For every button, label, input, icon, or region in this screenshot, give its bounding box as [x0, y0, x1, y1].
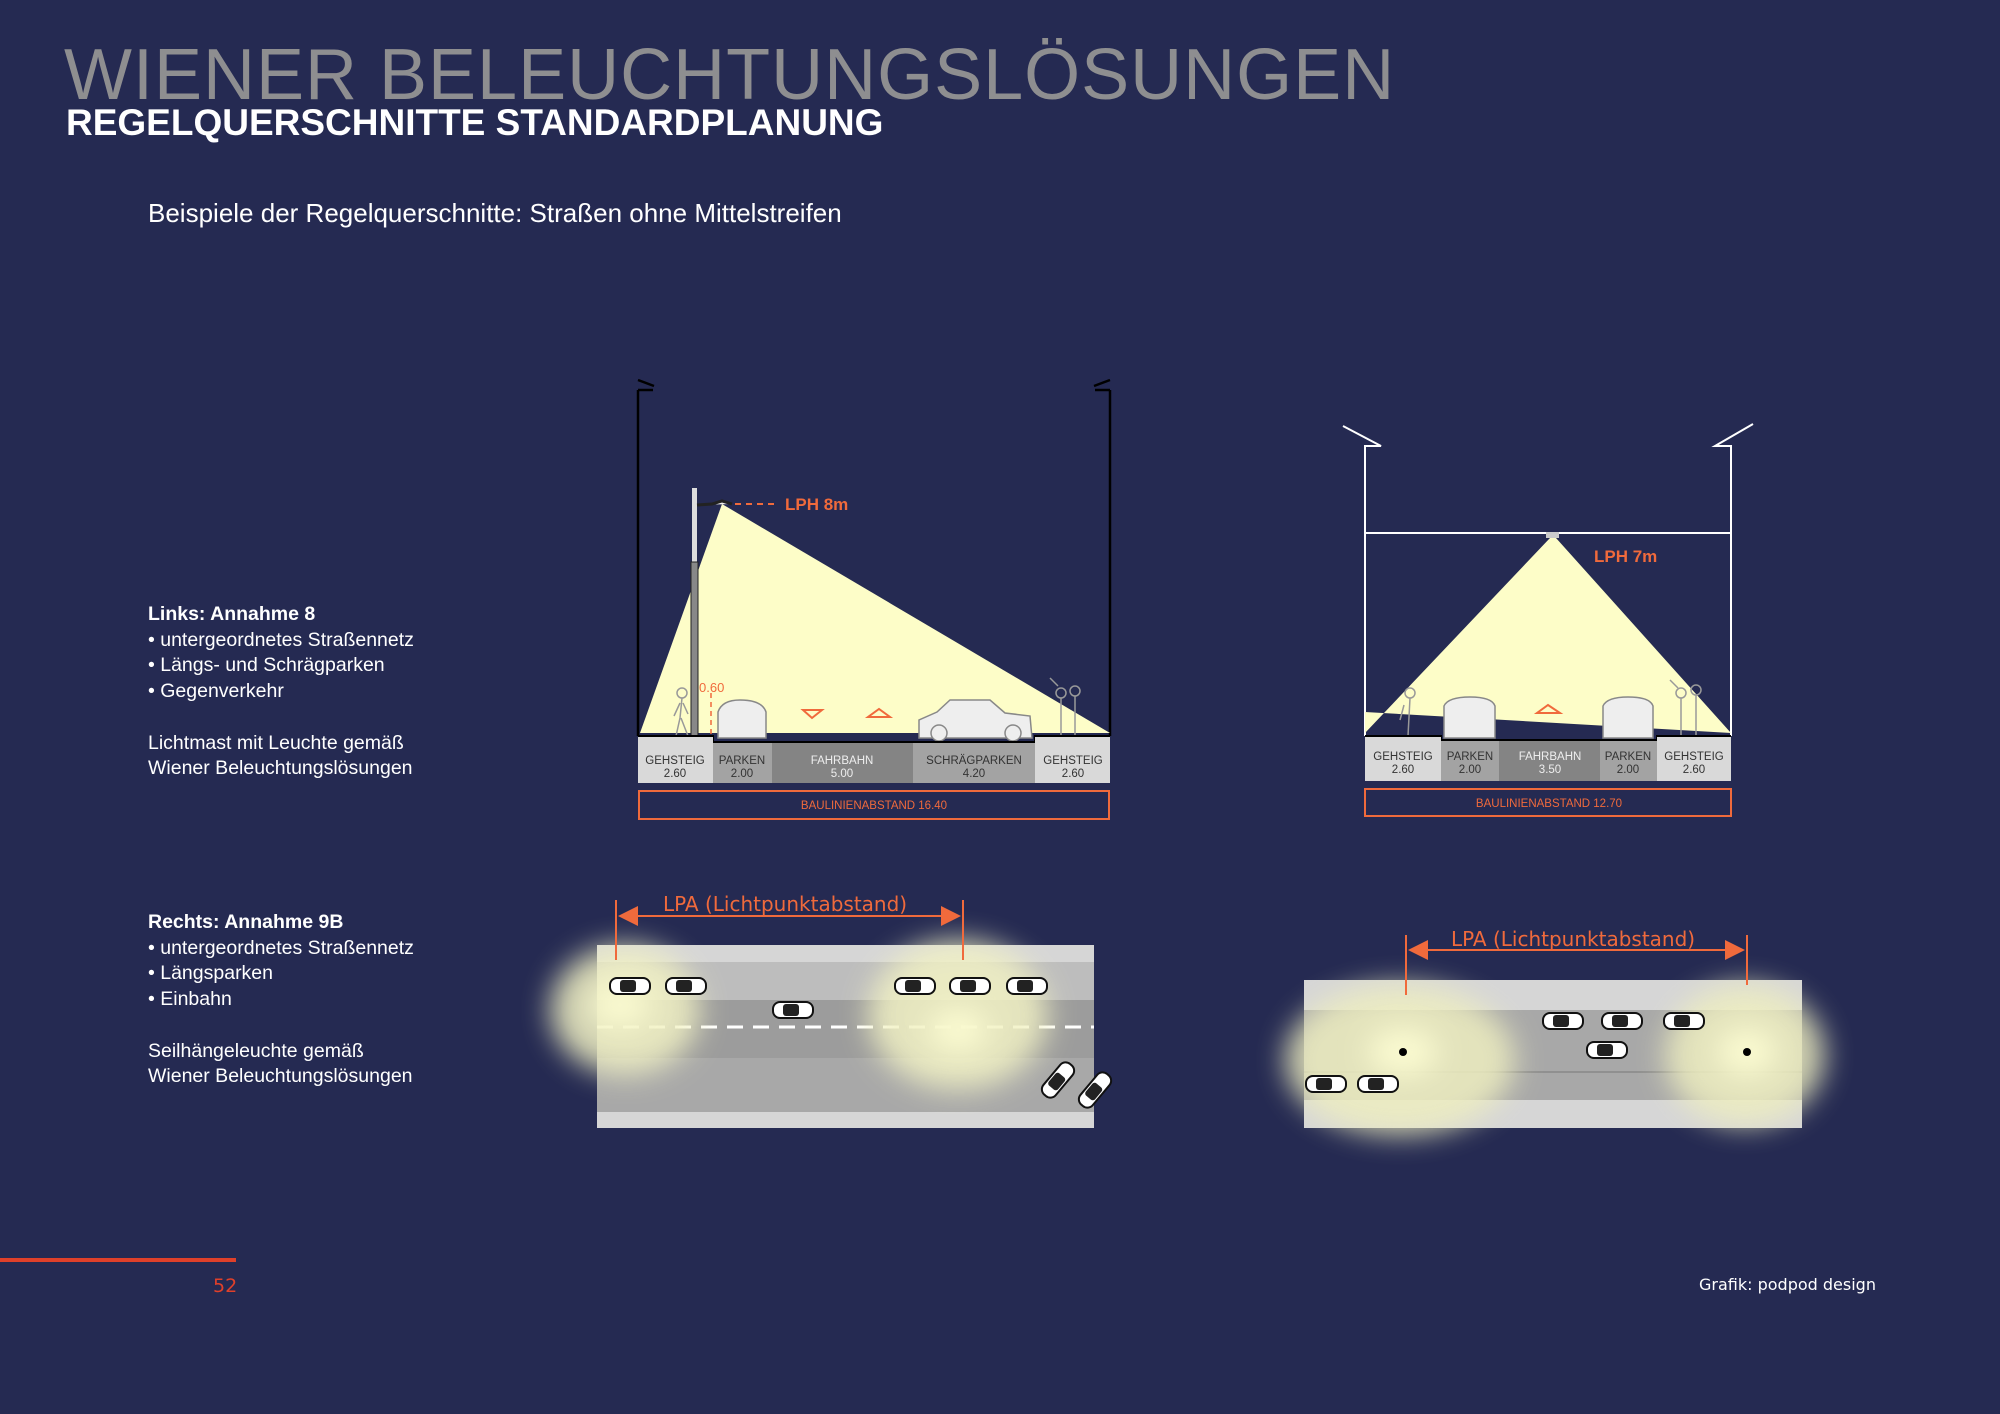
right-bullet: • untergeordnetes Straßennetz: [148, 936, 414, 959]
left-description: Links: Annahme 8 • untergeordnetes Straß…: [148, 602, 414, 782]
light-cone: [1365, 538, 1731, 733]
right-bullet: • Längsparken: [148, 962, 273, 985]
baulinie-label: BAULINIENABSTAND 16.40: [801, 800, 947, 812]
car-icon: [1601, 1012, 1643, 1030]
left-heading: Links: Annahme 8: [148, 603, 316, 625]
car-icon: [949, 977, 991, 995]
car-icon: [609, 977, 651, 995]
direction-up-icon: [1533, 703, 1564, 714]
segment-label: FAHRBAHN: [811, 755, 874, 767]
direction-down-icon: [800, 709, 825, 720]
left-bullet: • untergeordnetes Straßennetz: [148, 628, 414, 651]
page-subtitle: REGELQUERSCHNITTE STANDARDPLANUNG: [66, 102, 884, 143]
left-lpa-label: LPA (Lichtpunktabstand): [663, 892, 907, 916]
light-cone: [640, 504, 1110, 733]
section-heading: Beispiele der Regelquerschnitte: Straßen…: [148, 198, 842, 228]
segment-label: FAHRBAHN: [1519, 751, 1582, 763]
page-title: WIENER BELEUCHTUNGSLÖSUNGEN: [64, 35, 1396, 115]
segment-label: PARKEN: [1605, 751, 1651, 763]
right-description: Rechts: Annahme 9B • untergeordnetes Str…: [148, 910, 414, 1090]
left-note: Lichtmast mit Leuchte gemäß: [148, 731, 404, 754]
car-icon: [772, 1001, 814, 1019]
segment-width: 2.00: [1617, 764, 1639, 776]
right-note: Seilhängeleuchte gemäß: [148, 1039, 364, 1062]
segment-label: PARKEN: [1447, 751, 1493, 763]
lamp-point-icon: [1399, 1048, 1407, 1056]
car-icon: [1542, 1012, 1584, 1030]
segment-width: 2.60: [1392, 764, 1414, 776]
car-icon: [665, 977, 707, 995]
right-note: Wiener Beleuchtungslösungen: [148, 1065, 413, 1088]
offset-label: 0.60: [699, 680, 724, 695]
lamp-point-icon: [1743, 1048, 1751, 1056]
parked-car-icon: [1602, 696, 1654, 739]
left-cross-section: LPH 8m 0.60 GEHSTEIG 2.60 PARKEN 2.00 FA…: [636, 378, 1112, 820]
segment-label: GEHSTEIG: [1664, 751, 1723, 763]
segment-width: 3.50: [1539, 764, 1561, 776]
right-plan-view: LPA (Lichtpunktabstand): [1285, 927, 1825, 1135]
segment-label: GEHSTEIG: [1043, 755, 1102, 767]
segment-width: 4.20: [963, 768, 985, 780]
car-icon: [1357, 1075, 1399, 1093]
pedestrians-icon: [1049, 677, 1081, 736]
pedestrians-icon: [1669, 679, 1702, 736]
segment-width: 5.00: [831, 768, 853, 780]
segment-label: PARKEN: [719, 755, 765, 767]
segment-width: 2.60: [1683, 764, 1705, 776]
side-car-icon: [918, 699, 1033, 742]
left-bullet: • Gegenverkehr: [148, 680, 284, 703]
segment-width: 2.60: [1062, 768, 1084, 780]
right-heading: Rechts: Annahme 9B: [148, 911, 344, 933]
pedestrian-icon: [1399, 687, 1416, 737]
pedestrian-icon: [673, 687, 689, 737]
page-number: 52: [213, 1275, 238, 1297]
baulinie-label: BAULINIENABSTAND 12.70: [1476, 798, 1622, 810]
right-bullet: • Einbahn: [148, 988, 232, 1011]
segment-width: 2.60: [664, 768, 686, 780]
car-icon: [1305, 1075, 1347, 1093]
car-icon: [894, 977, 936, 995]
parked-car-icon: [1443, 696, 1496, 739]
credit: Grafik: podpod design: [1699, 1275, 1876, 1294]
parked-car-icon: [717, 699, 767, 739]
segment-label: GEHSTEIG: [645, 755, 704, 767]
left-note: Wiener Beleuchtungslösungen: [148, 757, 413, 780]
car-icon: [1006, 977, 1048, 995]
segment-label: GEHSTEIG: [1373, 751, 1432, 763]
left-plan-view: LPA (Lichtpunktabstand): [550, 892, 1115, 1128]
segment-width: 2.00: [1459, 764, 1481, 776]
car-icon: [1586, 1041, 1628, 1059]
left-bullet: • Längs- und Schrägparken: [148, 654, 385, 677]
segment-label: SCHRÄGPARKEN: [926, 755, 1022, 767]
footer-accent-line: [0, 1258, 236, 1262]
car-icon: [1663, 1012, 1705, 1030]
right-lpa-label: LPA (Lichtpunktabstand): [1451, 927, 1695, 951]
left-lph-label: LPH 8m: [785, 495, 848, 514]
right-lph-label: LPH 7m: [1594, 547, 1657, 566]
right-cross-section: LPH 7m GEHSTEIG 2.60 PARKEN 2.00 FAHRBAH…: [1342, 423, 1754, 817]
direction-up-icon: [864, 707, 894, 718]
segment-width: 2.00: [731, 768, 753, 780]
